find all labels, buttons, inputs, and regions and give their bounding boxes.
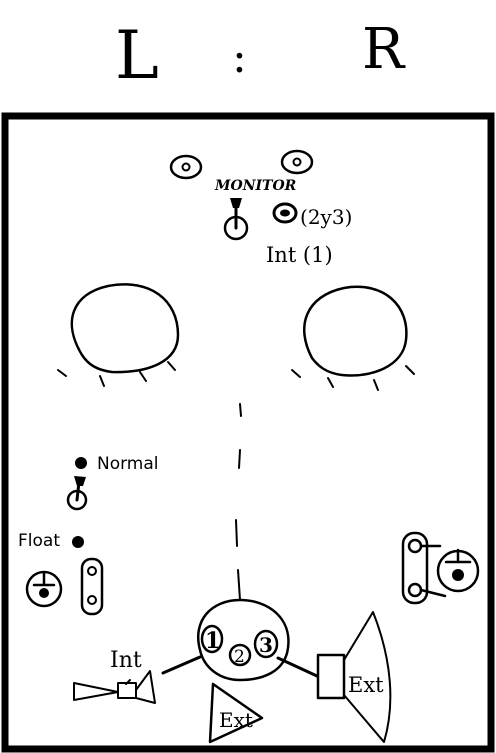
svg-text:3: 3 [259,633,273,657]
xlr-pin-3: 3 [253,629,279,659]
left-binding-post[interactable] [80,557,104,616]
right-channel-label: R [362,17,406,82]
left-channel-label: L [115,17,159,94]
monitor-label: MONITOR [214,178,296,194]
int-lead-line [161,655,202,675]
ext-bottom-label: Ext [219,708,253,732]
xlr-connector[interactable] [197,598,290,682]
panel-outline [1,112,495,753]
right-ground-jack[interactable] [436,548,480,593]
monitor-toggle-switch[interactable] [223,198,249,241]
normal-label: Normal [97,454,159,474]
channel-separator: : [232,32,247,83]
int-speaker-icon [73,670,156,704]
monitor-switch-alt-label: Int (1) [266,243,333,267]
monitor-switch-state-label: (2y3) [300,205,352,229]
ext-right-label: Ext [348,673,384,697]
right-main-knob[interactable] [291,285,415,391]
monitor-led-indicator [272,202,298,224]
xlr-pin-2: 2 [228,643,252,667]
ext-lead-line [276,656,319,678]
right-binding-post[interactable] [401,531,447,605]
int-label: Int [110,648,142,673]
svg-text:2: 2 [234,647,245,667]
ext-right-speaker-icon [316,611,392,743]
float-label: Float [18,531,60,551]
float-indicator-dot [72,536,84,548]
left-main-knob[interactable] [57,283,180,387]
ext-bottom-horn-icon [208,682,264,744]
left-ground-jack[interactable] [25,570,63,608]
monitor-left-knob[interactable] [169,154,203,180]
ground-toggle-switch[interactable] [66,476,88,511]
center-divider [235,403,242,601]
normal-indicator-dot [75,457,87,469]
xlr-pin-1: 1 [200,624,224,654]
monitor-right-knob[interactable] [280,149,314,175]
svg-text:1: 1 [205,628,220,654]
